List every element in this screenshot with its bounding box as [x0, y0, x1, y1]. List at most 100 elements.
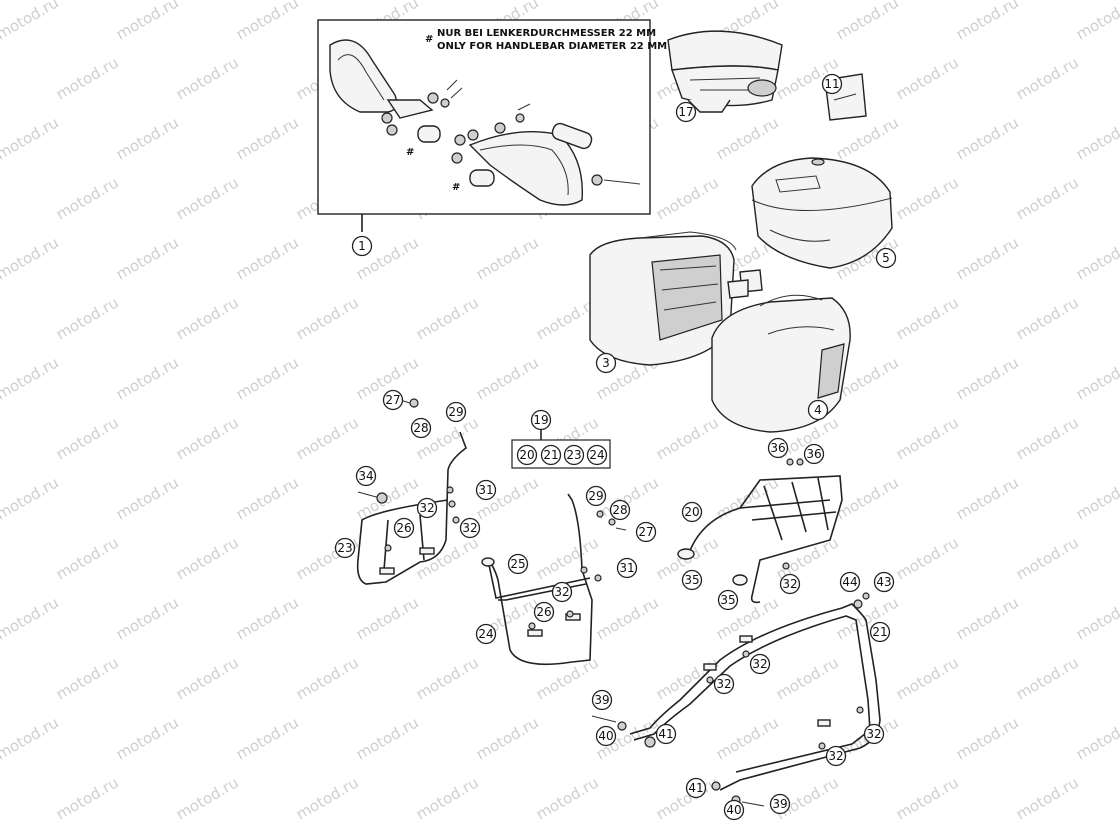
- callout-circle: [825, 745, 847, 767]
- handguard-right: [468, 131, 584, 206]
- callout-number: 28: [612, 503, 627, 517]
- watermark-text: motod.ru: [173, 773, 242, 823]
- callout-c35b: 35: [717, 589, 739, 611]
- watermark-text: motod.ru: [0, 113, 62, 163]
- callout-c23a: 23: [563, 444, 585, 466]
- watermark-text: motod.ru: [833, 473, 902, 523]
- callout-circle: [334, 537, 356, 559]
- callout-circle: [875, 247, 897, 269]
- watermark-text: motod.ru: [173, 653, 242, 703]
- callout-circle: [717, 589, 739, 611]
- callout-circle: [675, 101, 697, 123]
- watermark-text: motod.ru: [1073, 0, 1120, 43]
- watermark-text: motod.ru: [893, 773, 962, 823]
- watermark-text: motod.ru: [113, 113, 182, 163]
- watermark-text: motod.ru: [173, 413, 242, 463]
- callout-c41a: 41: [655, 723, 677, 745]
- callout-number: 36: [770, 441, 785, 455]
- handguard-bracket-left: [386, 99, 434, 119]
- watermark-text: motod.ru: [1073, 713, 1120, 763]
- callout-c25: 25: [507, 553, 529, 575]
- callout-number: 32: [782, 577, 797, 591]
- callout-c32c: 32: [551, 581, 573, 603]
- callout-circle: [873, 571, 895, 593]
- callout-number: 11: [824, 77, 839, 91]
- callout-number: 32: [866, 727, 881, 741]
- callout-circle: [595, 725, 617, 747]
- grip-insert: [551, 122, 593, 150]
- watermark-text: motod.ru: [653, 773, 722, 823]
- callout-circle: [685, 777, 707, 799]
- watermark-text: motod.ru: [173, 533, 242, 583]
- callout-c32d: 32: [779, 573, 801, 595]
- callout-circle: [416, 497, 438, 519]
- callout-c35a: 35: [681, 569, 703, 591]
- callout-circle: [563, 444, 585, 466]
- watermark-text: motod.ru: [113, 713, 182, 763]
- callout-circle: [507, 553, 529, 575]
- watermark-text: motod.ru: [1073, 353, 1120, 403]
- callout-number: 40: [598, 729, 613, 743]
- watermark-text: motod.ru: [953, 593, 1022, 643]
- callout-c26a: 26: [393, 517, 415, 539]
- watermark-text: motod.ru: [413, 293, 482, 343]
- watermark-text: motod.ru: [893, 53, 962, 103]
- watermark-text: motod.ru: [473, 353, 542, 403]
- clamp-right: [469, 169, 495, 187]
- watermark-text: motod.ru: [0, 173, 2, 223]
- watermark-text: motod.ru: [893, 293, 962, 343]
- callout-circle: [533, 601, 555, 623]
- watermark-text: motod.ru: [0, 53, 2, 103]
- watermark-text: motod.ru: [1073, 473, 1120, 523]
- callout-circle: [595, 352, 617, 374]
- callout-number: 3: [602, 356, 610, 370]
- callout-circle: [655, 723, 677, 745]
- callout-number: 32: [752, 657, 767, 671]
- callout-c28b: 28: [609, 499, 631, 521]
- watermark-text: motod.ru: [0, 233, 62, 283]
- watermark-text: motod.ru: [533, 653, 602, 703]
- callout-c24a: 24: [586, 444, 608, 466]
- callout-number: 39: [772, 797, 787, 811]
- callout-number: 26: [396, 521, 411, 535]
- callout-number: 28: [413, 421, 428, 435]
- callout-c3: 3: [595, 352, 617, 374]
- callout-circle: [410, 417, 432, 439]
- callout-number: 32: [462, 521, 477, 535]
- watermark-text: motod.ru: [473, 713, 542, 763]
- watermark-text: motod.ru: [1013, 53, 1082, 103]
- watermark-text: motod.ru: [293, 293, 362, 343]
- callout-number: 31: [478, 483, 493, 497]
- callout-number: 35: [720, 593, 735, 607]
- watermark-text: motod.ru: [173, 53, 242, 103]
- watermark-text: motod.ru: [293, 653, 362, 703]
- note-line-en: ONLY FOR HANDLEBAR DIAMETER 22 MM: [437, 41, 667, 52]
- callout-circle: [767, 437, 789, 459]
- carrier-left: [356, 398, 467, 585]
- side-case-right: [711, 294, 851, 433]
- watermark-text: motod.ru: [113, 233, 182, 283]
- callout-circle: [459, 517, 481, 539]
- callout-c11: 11: [821, 73, 843, 95]
- note-line-de: NUR BEI LENKERDURCHMESSER 22 MM: [437, 28, 656, 39]
- watermark-text: motod.ru: [893, 173, 962, 223]
- watermark-text: motod.ru: [0, 353, 62, 403]
- watermark-text: motod.ru: [953, 113, 1022, 163]
- watermark-text: motod.ru: [0, 413, 2, 463]
- watermark-text: motod.ru: [1013, 413, 1082, 463]
- watermark-text: motod.ru: [953, 713, 1022, 763]
- callout-c29a: 29: [445, 401, 467, 423]
- callout-c4: 4: [807, 399, 829, 421]
- callout-number: 34: [358, 469, 373, 483]
- callout-c40b: 40: [723, 799, 745, 821]
- watermark-text: motod.ru: [0, 533, 2, 583]
- callout-number: 40: [726, 803, 741, 817]
- callout-c32e: 32: [749, 653, 771, 675]
- watermark-text: motod.ru: [953, 233, 1022, 283]
- callout-circle: [475, 623, 497, 645]
- callout-circle: [681, 501, 703, 523]
- callout-number: 26: [536, 605, 551, 619]
- watermark-text: motod.ru: [713, 713, 782, 763]
- watermark-text: motod.ru: [53, 53, 122, 103]
